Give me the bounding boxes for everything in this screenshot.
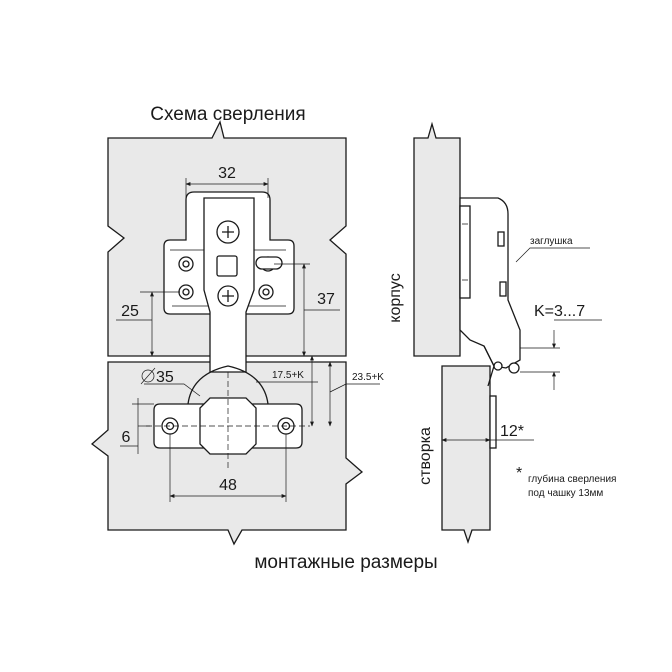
plate-hole — [258, 284, 274, 300]
dim-6-label: 6 — [122, 429, 131, 446]
note-line-2: под чашку 13мм — [528, 488, 603, 499]
dim-25-label: 25 — [121, 303, 139, 320]
plate-hole — [178, 284, 194, 300]
drawing-footer: монтажные размеры — [254, 552, 437, 573]
dim-37-label: 37 — [317, 291, 335, 308]
note-line-1: глубина сверления — [528, 473, 616, 485]
dim-17-label: 17.5+K — [272, 370, 304, 381]
dim-48-label: 48 — [219, 477, 237, 494]
note-asterisk: * — [516, 465, 522, 482]
stvorka-label: створка — [417, 427, 434, 485]
dim-23-label: 23.5+K — [352, 372, 384, 383]
plate-window — [216, 255, 238, 277]
side-cup — [489, 395, 497, 449]
cup-arc — [187, 365, 269, 405]
dim-k-label: K=3...7 — [534, 303, 585, 320]
korpus-label: корпус — [387, 273, 404, 322]
dim-32-label: 32 — [218, 165, 236, 182]
dim-12-label: 12* — [500, 423, 524, 440]
drawing-title: Схема сверления — [150, 104, 305, 125]
dim-diameter: 35 — [140, 367, 174, 386]
zaglushka-label: заглушка — [530, 236, 573, 247]
dim-35-label: 35 — [156, 369, 174, 386]
plate-hole — [178, 256, 194, 272]
side-cabinet-panel — [413, 121, 461, 357]
side-door-panel — [441, 365, 491, 545]
plate-slot — [255, 256, 283, 270]
